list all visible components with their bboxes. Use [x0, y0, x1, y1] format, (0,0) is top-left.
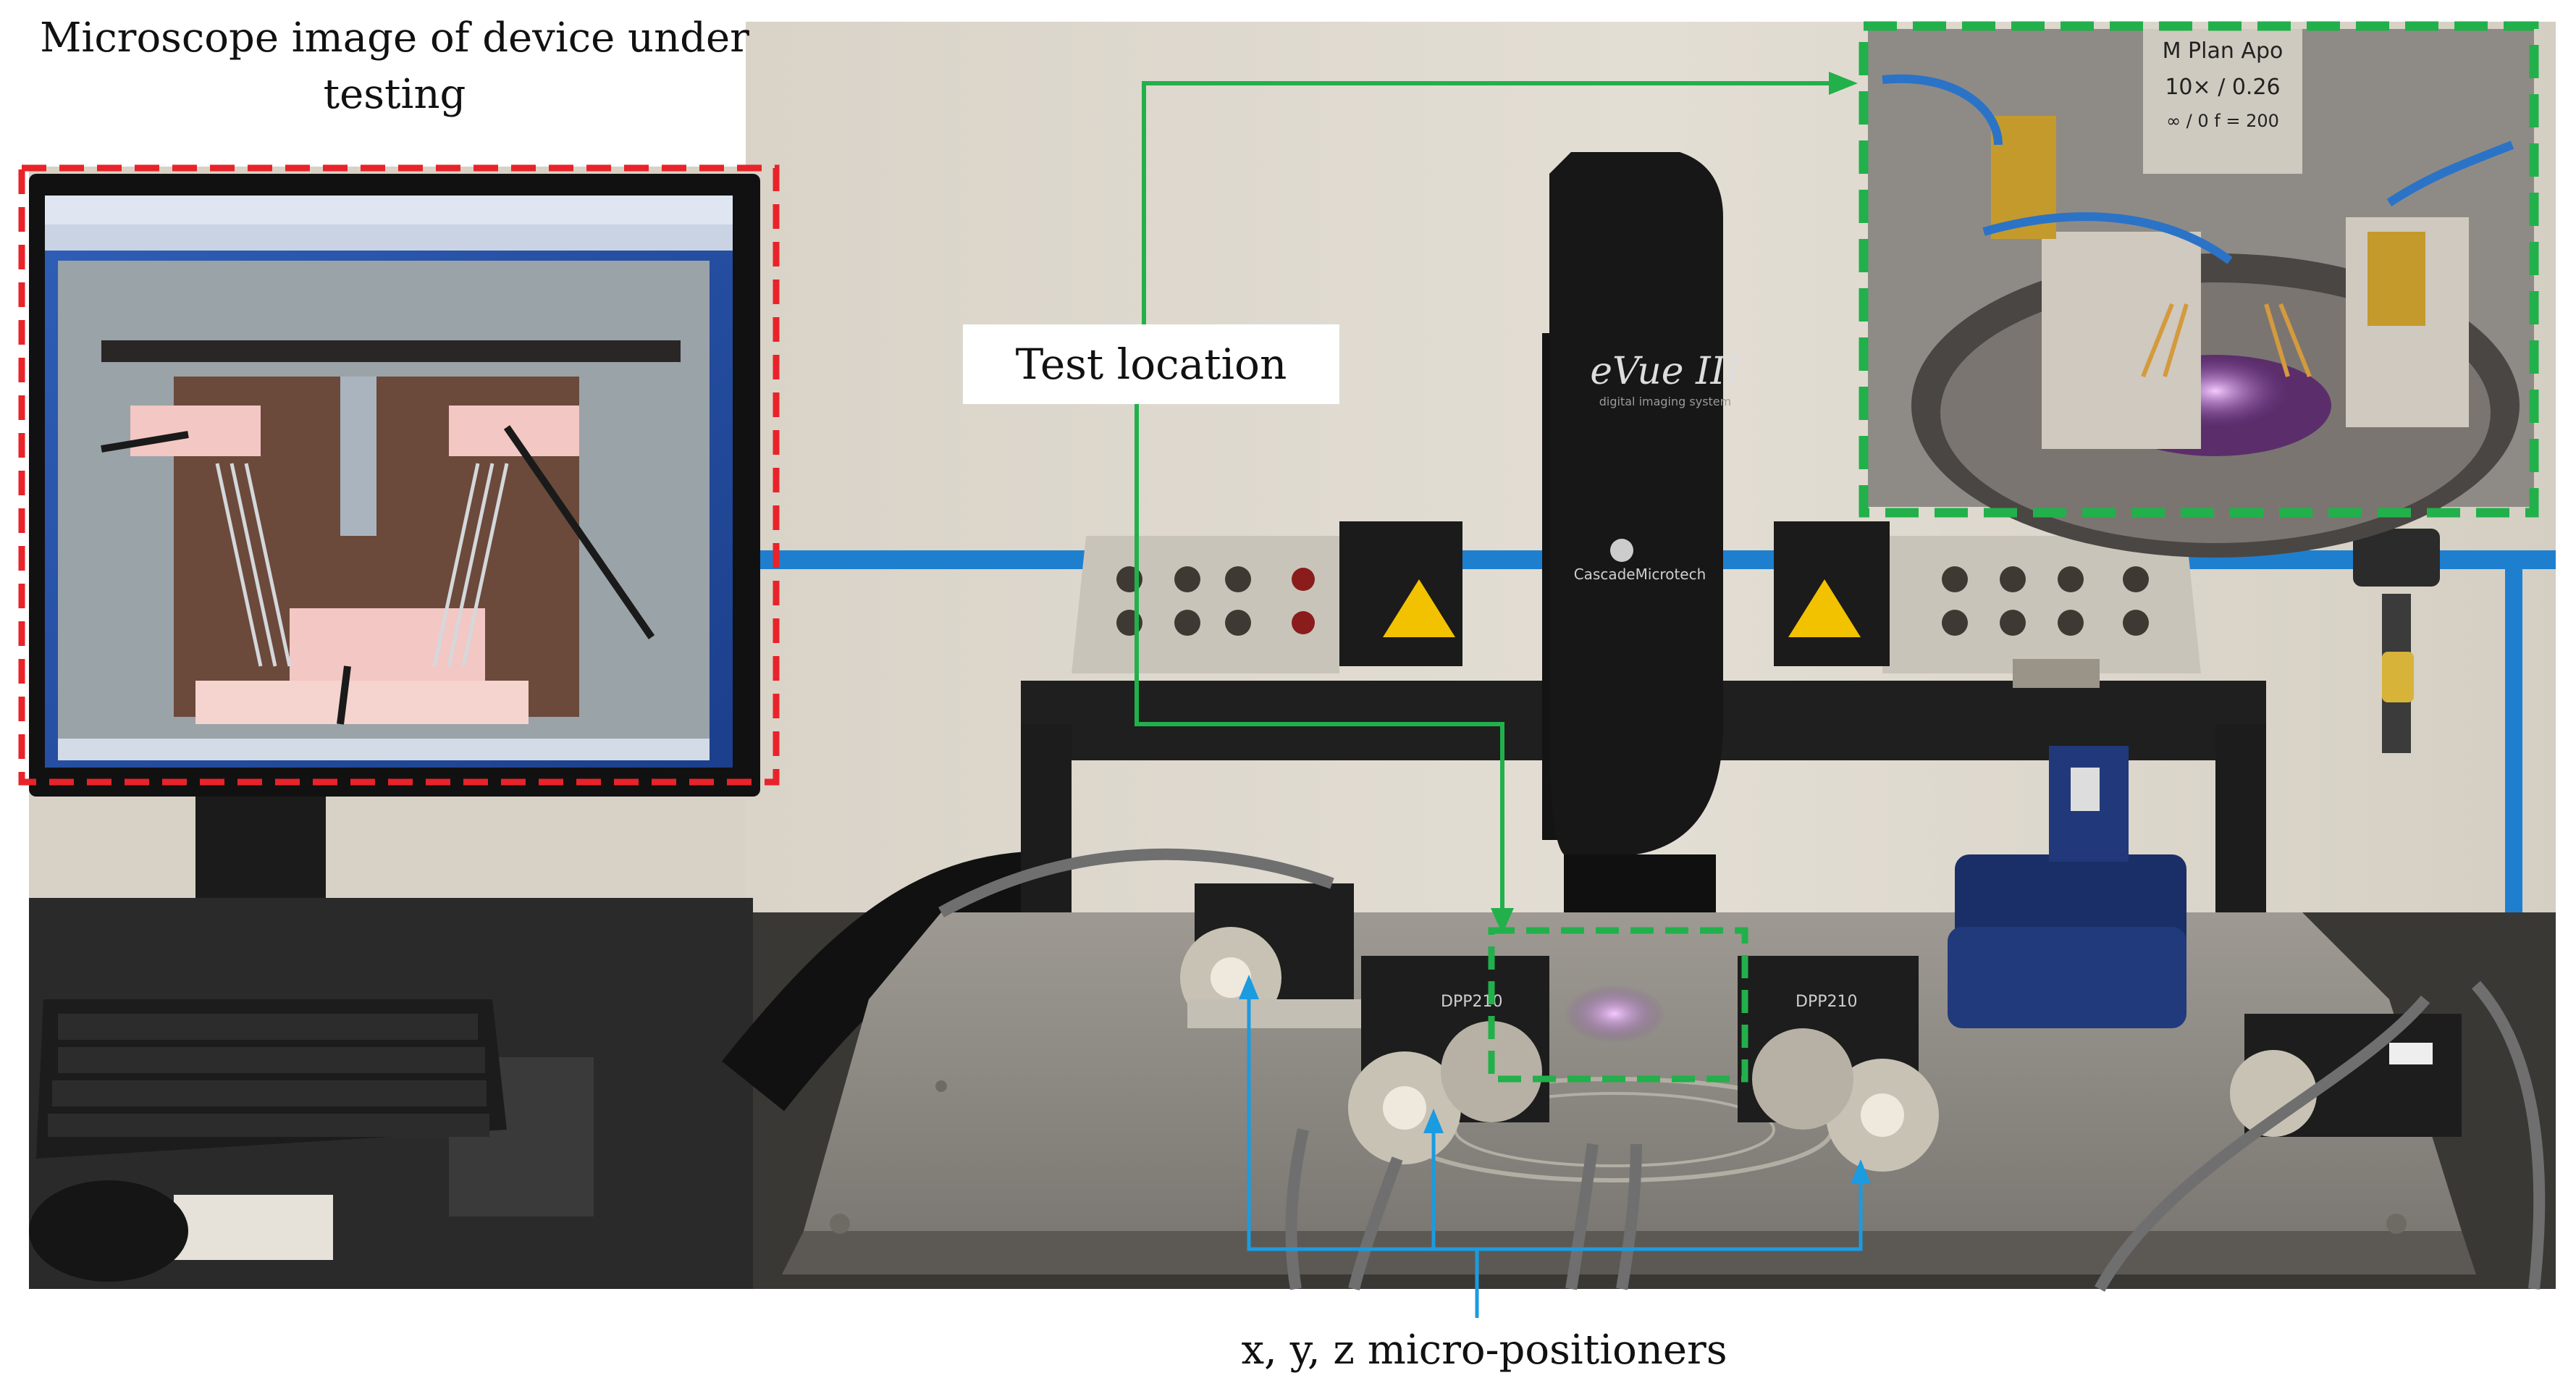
blue-arrow-lines	[1247, 992, 1863, 1318]
microscope-image-caption: Microscope image of device under testing	[40, 14, 749, 118]
valve-fitting	[2382, 652, 2414, 702]
green-arrowhead-stage	[1491, 908, 1514, 934]
blue-arrowhead-2	[1423, 1109, 1444, 1133]
green-dashed-test-box	[1488, 927, 1748, 1083]
blue-arrowhead-1	[1239, 975, 1259, 999]
gantry	[1021, 521, 2266, 912]
green-arrow-lines	[1135, 81, 1839, 920]
svg-text:M Plan Apo: M Plan Apo	[2163, 38, 2284, 64]
blue-box	[1948, 746, 2186, 1028]
black-cable	[722, 851, 1051, 1112]
svg-text:∞ / 0 f = 200: ∞ / 0 f = 200	[2166, 111, 2279, 131]
green-dashed-inset-box	[1859, 21, 2539, 518]
test-location-label: Test location	[963, 324, 1339, 404]
positioner-left-back	[1180, 883, 1376, 1028]
mouse	[29, 1180, 188, 1282]
green-arrowhead-inset	[1829, 72, 1858, 95]
case-sticker	[174, 1195, 333, 1260]
positioner-left-front: DPP210	[1348, 956, 1549, 1164]
micro-positioners-label: x, y, z micro-positioners	[1241, 1327, 1727, 1374]
positioner-right-front: DPP210	[1738, 956, 1939, 1172]
evue-microscope: eVue III digital imaging system CascadeM…	[1542, 152, 1741, 1021]
keyboard	[36, 999, 507, 1159]
coax-cables	[938, 848, 2546, 1292]
monitor	[29, 174, 760, 999]
evue-logo-text: eVue III	[1590, 350, 1741, 393]
air-tube-vertical	[2505, 565, 2522, 970]
air-valve	[2353, 529, 2440, 587]
svg-text:digital imaging system: digital imaging system	[1599, 395, 1731, 408]
svg-text:CascadeMicrotech: CascadeMicrotech	[1574, 566, 1706, 583]
positioner-far-right	[2230, 1014, 2462, 1137]
blue-arrowhead-3	[1851, 1159, 1871, 1184]
inset-closeup: M Plan Apo 10× / 0.26 ∞ / 0 f = 200	[1868, 29, 2534, 558]
svg-text:10× / 0.26: 10× / 0.26	[2165, 75, 2280, 100]
svg-text:DPP210: DPP210	[1796, 993, 1857, 1011]
red-dashed-box	[18, 164, 780, 786]
